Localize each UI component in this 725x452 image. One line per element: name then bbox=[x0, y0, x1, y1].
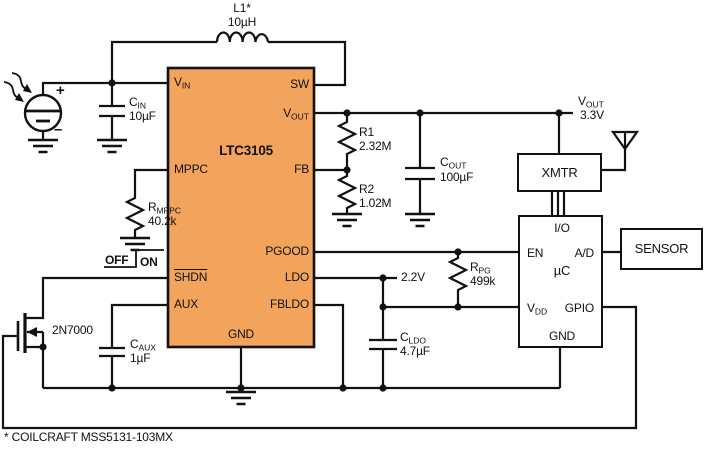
xmtr-box: XMTR bbox=[517, 153, 602, 192]
cout-ref: COUT bbox=[440, 155, 467, 171]
ground-symbol bbox=[403, 212, 437, 228]
ground-symbol bbox=[118, 236, 152, 252]
coilcraft-note: * COILCRAFT MSS5131-103MX bbox=[4, 430, 173, 444]
cap-cldo bbox=[369, 307, 397, 388]
wire-aux-caux bbox=[99, 303, 168, 388]
mosfet-arrow bbox=[27, 327, 37, 337]
ground-symbol bbox=[26, 138, 60, 154]
shutdown-off-label: OFF bbox=[105, 253, 129, 267]
ground-symbol bbox=[330, 212, 364, 228]
ic-pin-vin: VIN bbox=[174, 75, 191, 91]
solar-cell-symbol bbox=[3, 72, 63, 133]
uc-pin-io: I/O bbox=[554, 221, 570, 235]
ic-pin-vout: VOUT bbox=[283, 106, 309, 122]
cout-value: 100µF bbox=[440, 170, 474, 184]
ground-symbol bbox=[224, 390, 258, 406]
cldo-ref: CLDO bbox=[400, 330, 426, 346]
uc-pin-ad: A/D bbox=[574, 246, 595, 260]
ldo-rail-value: 2.2V bbox=[401, 270, 425, 284]
ic-pin-aux: AUX bbox=[174, 297, 199, 311]
wire-l1-left bbox=[110, 40, 217, 83]
ic-pin-pgood: PGOOD bbox=[265, 244, 309, 258]
wire-vin bbox=[41, 81, 168, 95]
caux-value: 1µF bbox=[130, 351, 151, 365]
uc-pin-vdd: VDD bbox=[527, 301, 548, 317]
inductor-ref: L1* bbox=[233, 1, 251, 15]
rmppc-value: 40.2k bbox=[148, 214, 177, 228]
vout-node-value: 3.3V bbox=[580, 108, 604, 122]
caux-ref: CAUX bbox=[130, 337, 156, 353]
ic-pin-fbldo: FBLDO bbox=[269, 297, 309, 311]
ic-pin-shdn: SHDN bbox=[174, 270, 208, 284]
ic-pin-mppc: MPPC bbox=[174, 162, 208, 176]
junction-dots bbox=[39, 79, 563, 392]
cin-ref: CIN bbox=[129, 95, 146, 111]
sensor-box: SENSOR bbox=[620, 228, 703, 270]
res-r1 bbox=[336, 113, 358, 170]
ic-body bbox=[166, 66, 316, 349]
cldo-value: 4.7µF bbox=[400, 344, 430, 358]
uc-pin-en: EN bbox=[527, 246, 544, 260]
uc-box: I/O EN A/D µC VDD GPIO GND bbox=[518, 215, 603, 348]
offon-waveform bbox=[104, 249, 164, 268]
cin-value: 10µF bbox=[129, 109, 156, 123]
sensor-label: SENSOR bbox=[634, 241, 689, 257]
wire-io-bus bbox=[550, 192, 566, 215]
source-plus-sign: + bbox=[56, 82, 65, 99]
wire-mppc-rmppc bbox=[124, 168, 168, 238]
uc-pin-gpio: GPIO bbox=[564, 301, 594, 315]
wire-shdn bbox=[25, 276, 168, 320]
inductor-value: 10µH bbox=[227, 15, 257, 29]
ground-symbol bbox=[95, 138, 129, 154]
r2-ref: R2 bbox=[359, 182, 374, 196]
xmtr-label: XMTR bbox=[541, 164, 578, 180]
antenna-icon bbox=[610, 130, 640, 151]
mosfet-part-label: 2N7000 bbox=[52, 323, 93, 337]
light-arrows-icon bbox=[3, 72, 32, 102]
ic-pin-sw: SW bbox=[290, 77, 309, 91]
ic-pin-fb: FB bbox=[294, 162, 309, 176]
wire-l1-sw bbox=[268, 40, 347, 87]
wire-antenna bbox=[602, 149, 627, 172]
res-rpg bbox=[447, 252, 469, 307]
cap-cin bbox=[99, 83, 125, 140]
r2-value: 1.02M bbox=[359, 196, 392, 210]
wire-gpio-gate bbox=[1, 305, 638, 430]
rpg-value: 499k bbox=[470, 274, 496, 288]
wires bbox=[1, 31, 638, 430]
uc-label: µC bbox=[553, 263, 571, 278]
inductor-coil bbox=[215, 31, 270, 43]
rpg-ref: RPG bbox=[470, 260, 491, 276]
rmppc-ref: RMPPC bbox=[148, 200, 182, 216]
ic-pin-ldo: LDO bbox=[284, 270, 309, 284]
ic-pin-gnd: GND bbox=[227, 327, 255, 341]
res-r2 bbox=[336, 170, 358, 214]
ic-part-label: LTC3105 bbox=[219, 143, 273, 158]
shutdown-on-label: ON bbox=[140, 255, 158, 269]
uc-pin-gnd: GND bbox=[548, 329, 576, 343]
mosfet-terminals bbox=[25, 330, 45, 388]
r1-ref: R1 bbox=[359, 125, 374, 139]
r1-value: 2.32M bbox=[359, 139, 392, 153]
vout-node-ref: VOUT bbox=[578, 94, 604, 110]
source-minus-sign: – bbox=[54, 121, 63, 138]
wire-fbldo bbox=[314, 303, 345, 388]
wire-vout bbox=[314, 111, 573, 153]
cap-cout bbox=[405, 113, 435, 214]
